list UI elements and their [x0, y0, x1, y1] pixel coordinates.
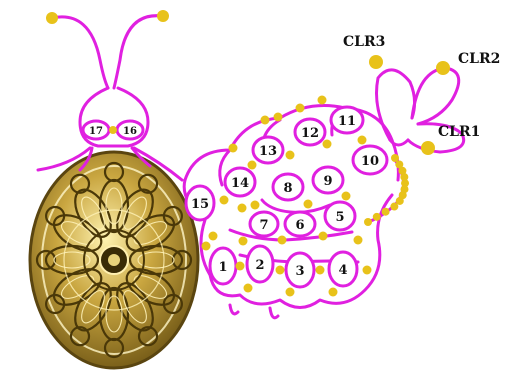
ring-6-label: 6	[295, 218, 304, 233]
clr1-picot-bead	[421, 141, 435, 155]
ring-2-label: 2	[255, 258, 264, 273]
bead	[236, 262, 245, 271]
antenna-bead-left	[46, 12, 58, 24]
bead	[251, 201, 260, 210]
filigree-pendant	[30, 152, 198, 368]
bead	[363, 266, 372, 275]
ring-5-label: 5	[335, 210, 344, 225]
bead	[278, 236, 287, 245]
bead	[276, 266, 285, 275]
ring-8: 8	[273, 174, 303, 200]
ring-17-label: 17	[89, 126, 103, 137]
bead	[239, 237, 248, 246]
bead	[274, 113, 283, 122]
bead	[220, 196, 229, 205]
ring-2: 2	[247, 246, 273, 282]
ring-15-label: 15	[191, 197, 209, 212]
ring-14-label: 14	[231, 176, 249, 191]
chain-bead	[364, 218, 372, 226]
clr3-label: CLR3	[343, 34, 385, 50]
ring-9-label: 9	[323, 174, 332, 189]
ring-1-label: 1	[218, 260, 227, 275]
bead	[354, 236, 363, 245]
bead	[323, 140, 332, 149]
bead	[358, 136, 367, 145]
bead	[319, 232, 328, 241]
bead	[329, 288, 338, 297]
ring-10-label: 10	[361, 154, 379, 169]
ring-15: 15	[186, 186, 214, 220]
bead	[229, 144, 238, 153]
ring-8-label: 8	[283, 181, 292, 196]
clr1-label: CLR1	[438, 124, 480, 140]
ring-4-label: 4	[338, 263, 347, 278]
bead	[209, 232, 218, 241]
ring-4: 4	[329, 252, 357, 286]
ring-13: 13	[253, 137, 283, 163]
clr3-picot-bead	[369, 55, 383, 69]
bead	[261, 116, 270, 125]
wing-chains	[184, 106, 398, 318]
bead	[318, 96, 327, 105]
ring-5: 5	[325, 202, 355, 230]
ring-13-label: 13	[259, 144, 277, 159]
bead	[316, 266, 325, 275]
bead	[248, 161, 257, 170]
ring-12: 12	[295, 119, 325, 145]
bead	[286, 151, 295, 160]
antenna-bead-right	[157, 10, 169, 22]
bead	[202, 242, 211, 251]
head-bead	[109, 126, 117, 134]
bead	[342, 192, 351, 201]
bead	[286, 288, 295, 297]
ring-11: 11	[331, 107, 363, 133]
ring-16-label: 16	[123, 126, 137, 137]
ring-9: 9	[313, 167, 343, 193]
chain-bead	[373, 213, 381, 221]
ring-7: 7	[250, 212, 278, 236]
bead	[238, 204, 247, 213]
bead	[244, 284, 253, 293]
chain-bead	[390, 203, 398, 211]
ring-3-label: 3	[295, 264, 304, 279]
clr2-picot-bead	[436, 61, 450, 75]
ring-17: 17	[83, 121, 109, 139]
ring-12-label: 12	[301, 126, 319, 141]
ring-6: 6	[285, 212, 315, 236]
ring-7-label: 7	[259, 218, 268, 233]
ring-16: 16	[117, 121, 143, 139]
ring-3: 3	[286, 253, 314, 287]
ring-1: 1	[210, 248, 236, 284]
clr2-label: CLR2	[458, 51, 500, 67]
bead	[296, 104, 305, 113]
ring-14: 14	[225, 168, 255, 196]
chain-bead	[382, 208, 390, 216]
bead	[304, 200, 313, 209]
ring-10: 10	[353, 146, 387, 174]
ring-11-label: 11	[338, 114, 356, 129]
